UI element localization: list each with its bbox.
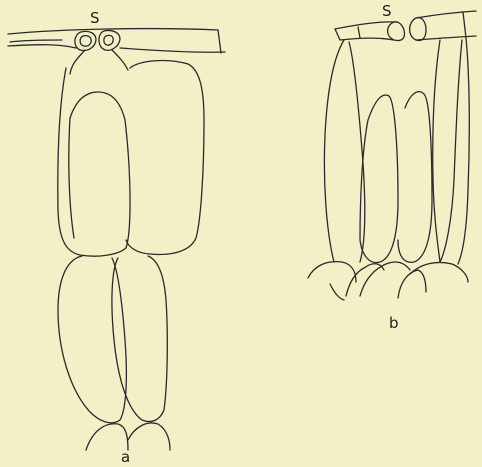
spongy-cell-b-5: [410, 262, 468, 282]
stomata-label-b: S: [382, 2, 392, 20]
guard-cell-b-right: [410, 18, 426, 41]
spongy-cell-b-1: [308, 262, 356, 282]
epidermis-a-right-wall: [218, 30, 221, 53]
guard-cell-right: [99, 30, 120, 50]
spongy-cell-b-4: [398, 270, 426, 298]
guard-cell-left: [75, 31, 96, 50]
guard-cell-b-left: [388, 22, 405, 41]
palisade-cell-b-left-inner: [349, 42, 365, 262]
stoma-b: [388, 18, 426, 41]
panel-b: S b: [308, 2, 476, 332]
palisade-cell-b-right-inner: [433, 40, 440, 262]
palisade-cell-b-left: [324, 40, 344, 262]
panel-a: S a: [8, 9, 225, 466]
epidermis-b-top-edge: [335, 11, 476, 29]
palisade-cell-a-lower-right: [112, 256, 167, 422]
palisade-cell-a-upper-right: [126, 61, 204, 255]
epidermis-b-cell-wall: [358, 27, 360, 38]
epidermis-b-left-wall: [335, 29, 340, 40]
palisade-cell-b-middle-left: [360, 95, 398, 263]
substomatal-wall-left: [70, 50, 85, 74]
palisade-cell-a-lower-left: [58, 256, 126, 423]
panel-label-a: a: [121, 448, 130, 466]
palisade-cell-b-middle-right: [398, 92, 432, 263]
stomata-label-a: S: [90, 9, 100, 27]
spongy-cell-a-left: [86, 424, 128, 450]
substomatal-wall-right: [112, 50, 128, 70]
spongy-cell-b-6: [330, 284, 344, 300]
stoma-a: [75, 30, 120, 50]
guard-cell-right-pore: [104, 35, 113, 45]
panel-label-b: b: [389, 314, 399, 332]
epidermis-b-right-wall: [463, 12, 466, 38]
palisade-cell-b-right: [440, 40, 462, 262]
spongy-cell-a-right: [128, 423, 170, 450]
epidermis-a-left-fragment: [10, 40, 62, 42]
spongy-cell-b-3: [360, 262, 410, 296]
guard-cell-left-pore: [80, 36, 91, 47]
palisade-cell-a-inner-left: [69, 118, 74, 238]
